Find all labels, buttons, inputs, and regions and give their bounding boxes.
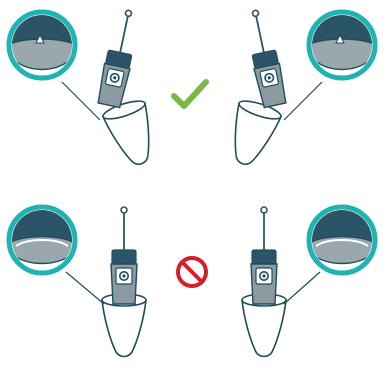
magnifier-correct-right xyxy=(308,12,376,78)
device-correct-right xyxy=(241,6,289,109)
device-correct-left xyxy=(95,6,143,109)
device-incorrect-right xyxy=(250,206,278,305)
check-icon xyxy=(171,79,209,109)
leader-line-correct-right xyxy=(283,81,323,121)
magnifier-incorrect-right xyxy=(308,207,376,273)
device-incorrect-left xyxy=(110,206,138,305)
panel-incorrect-left xyxy=(8,206,147,358)
dome-correct-right xyxy=(220,96,284,172)
leader-line-incorrect-left xyxy=(65,271,105,305)
leader-line-incorrect-right xyxy=(283,271,321,305)
panel-correct-left xyxy=(8,6,164,172)
magnifier-incorrect-left xyxy=(8,207,76,273)
magnifier-correct-left xyxy=(8,12,76,78)
panel-incorrect-right xyxy=(241,206,376,358)
prohibited-icon xyxy=(176,256,208,288)
dome-correct-left xyxy=(100,96,164,172)
leader-line-correct-left xyxy=(61,81,101,121)
panel-correct-right xyxy=(220,6,376,172)
